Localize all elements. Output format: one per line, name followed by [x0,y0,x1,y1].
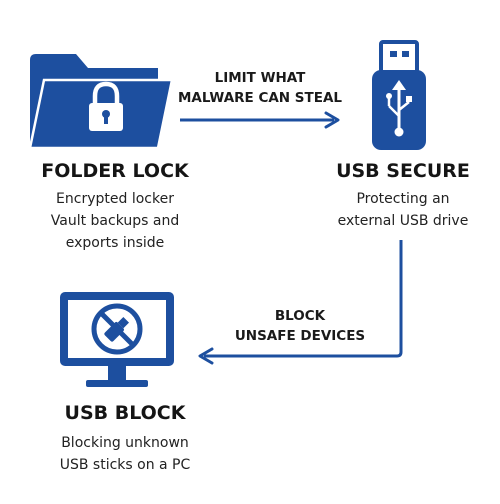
description-line: exports inside [65,235,165,251]
monitor-blocked-usb-icon [60,292,174,387]
edge-label-line: BLOCK [274,308,326,324]
usb-block-description: Blocking unknown USB sticks on a PC [30,432,220,476]
edge-folder-to-usb [180,111,340,129]
folder-lock-icon [28,46,174,150]
usb-secure-description: Protecting an external USB drive [318,188,488,232]
folder-lock-title: FOLDER LOCK [41,160,189,182]
usb-block-title: USB BLOCK [64,402,186,424]
edge-label-block-unsafe: BLOCK UNSAFE DEVICES [225,306,375,346]
description-line: Protecting an [356,191,450,207]
edge-label-line: LIMIT WHAT [214,70,306,86]
description-line: USB sticks on a PC [59,457,191,473]
description-line: Blocking unknown [61,435,189,451]
edge-label-line: UNSAFE DEVICES [234,328,366,344]
edge-label-limit-malware: LIMIT WHAT MALWARE CAN STEAL [170,68,350,108]
usb-secure-title: USB SECURE [336,160,470,182]
description-line: external USB drive [337,213,469,229]
edge-usb-to-block [198,240,403,365]
description-line: Encrypted locker [56,191,174,207]
edge-label-line: MALWARE CAN STEAL [177,90,343,106]
description-line: Vault backups and [50,213,180,229]
folder-lock-description: Encrypted locker Vault backups and expor… [20,188,210,254]
usb-drive-icon [372,40,426,150]
